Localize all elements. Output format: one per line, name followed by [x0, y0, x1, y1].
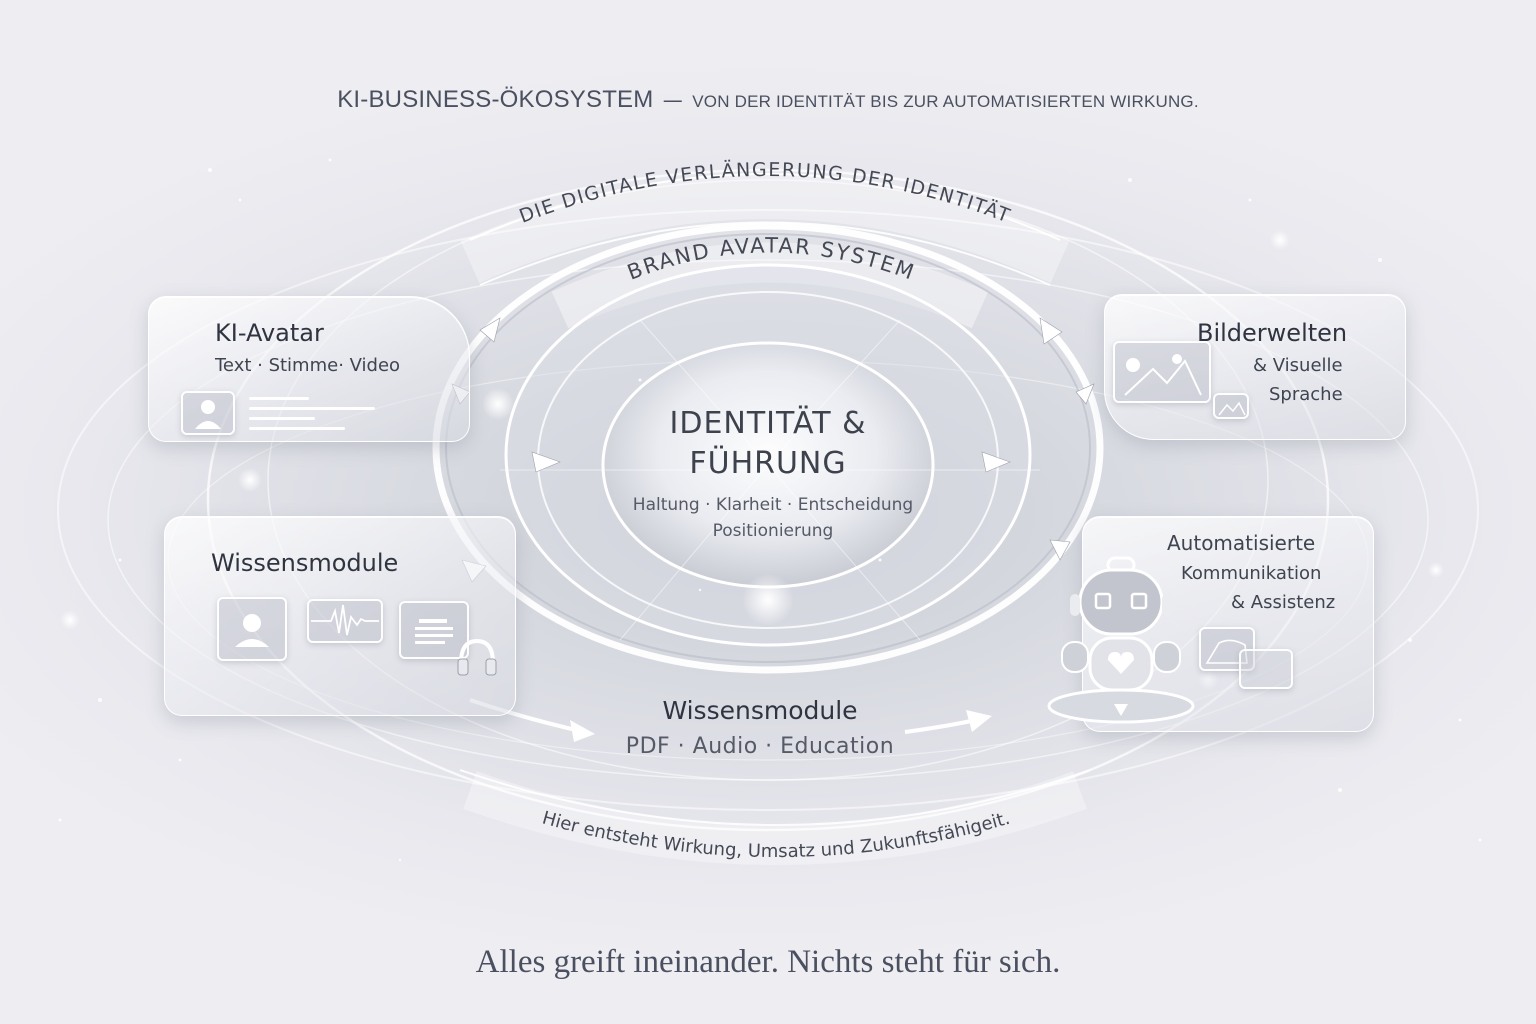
document-icon — [399, 601, 469, 659]
ki-avatar-title: KI-Avatar — [215, 319, 324, 347]
bilderwelten-title: Bilderwelten — [1197, 319, 1348, 347]
center-title-line-1: IDENTITÄT & — [669, 406, 867, 441]
ki-avatar-card[interactable]: KI-Avatar Text · Stimme· Video — [148, 296, 470, 442]
page-title: KI-BUSINESS-ÖKOSYSTEM — VON DER IDENTITÄ… — [0, 86, 1536, 114]
footer-tagline: Alles greift ineinander. Nichts steht fü… — [475, 944, 1061, 980]
user-profile-icon — [217, 597, 287, 661]
document-icon — [1239, 649, 1293, 689]
bilderwelten-subtitle-2: Sprache — [1269, 384, 1343, 405]
headphones-icon — [455, 633, 499, 677]
bottom-module-subtitle: PDF · Audio · Education — [625, 734, 895, 759]
automatisierte-title-1: Automatisierte — [1167, 531, 1316, 555]
title-dash: — — [662, 88, 683, 112]
center-title-line-2: FÜHRUNG — [689, 446, 847, 481]
bilderwelten-card[interactable]: Bilderwelten & Visuelle Sprache — [1104, 294, 1406, 440]
landscape-image-icon — [1113, 341, 1211, 403]
small-image-icon — [1213, 393, 1249, 419]
bottom-module-title: Wissensmodule — [662, 696, 858, 725]
wissensmodule-card-title: Wissensmodule — [211, 549, 399, 577]
wissensmodule-card[interactable]: Wissensmodule — [164, 516, 516, 716]
center-title: IDENTITÄT & FÜHRUNG — [618, 404, 918, 484]
center-subtitle-line-2: Positionierung — [712, 521, 834, 541]
text-lines-icon — [249, 397, 379, 430]
title-subtitle: VON DER IDENTITÄT BIS ZUR AUTOMATISIERTE… — [692, 92, 1199, 111]
center-subtitle: Haltung · Klarheit · Entscheidung Positi… — [618, 492, 928, 544]
ki-avatar-subtitle: Text · Stimme· Video — [215, 355, 401, 376]
automatisierte-title-2: Kommunikation — [1181, 563, 1322, 584]
title-main: KI-BUSINESS-ÖKOSYSTEM — [337, 86, 654, 113]
robot-assistant-icon — [1044, 556, 1198, 726]
audio-waveform-icon — [307, 599, 383, 643]
bilderwelten-subtitle-1: & Visuelle — [1253, 355, 1343, 376]
center-subtitle-line-1: Haltung · Klarheit · Entscheidung — [632, 495, 914, 515]
user-profile-icon — [181, 391, 235, 435]
automatisierte-title-3: & Assistenz — [1231, 592, 1336, 613]
